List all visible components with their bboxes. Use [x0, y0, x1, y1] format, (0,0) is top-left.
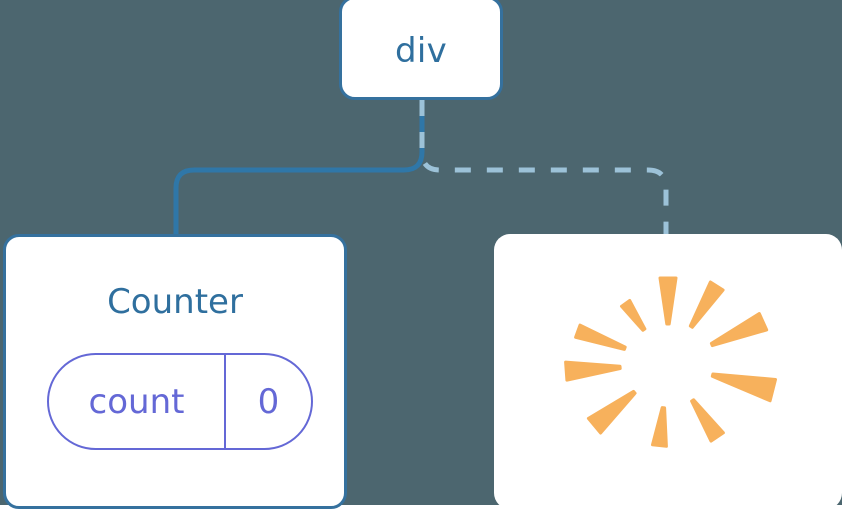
- sparkle-ray-1: [620, 299, 647, 332]
- sparkle-ray-8: [709, 312, 769, 348]
- state-pill-value: 0: [224, 355, 311, 448]
- sparkle-ray-5: [651, 406, 668, 448]
- sparkle-ray-7: [710, 372, 777, 403]
- sparkle-ray-2: [574, 323, 627, 351]
- sparkle-ray-6: [690, 398, 725, 443]
- state-pill-key: count: [88, 381, 185, 422]
- sparkle-ray-4: [586, 389, 637, 435]
- edge-div-to-counter: [173, 100, 425, 236]
- sparkle-ray-group: [564, 276, 777, 448]
- sparkle-ray-9: [688, 280, 725, 329]
- node-counter-label: Counter: [107, 282, 243, 322]
- node-counter[interactable]: Counter count 0: [3, 234, 347, 509]
- node-div-label: div: [394, 31, 448, 71]
- node-div[interactable]: div: [339, 0, 503, 100]
- sparkle-ray-3: [564, 360, 622, 382]
- sparkle-burst-icon: [564, 276, 777, 448]
- edge-div-to-sparkle: [419, 100, 669, 236]
- node-sparkle[interactable]: [494, 234, 842, 509]
- sparkle-ray-0: [658, 276, 678, 326]
- state-pill-count[interactable]: count 0: [47, 353, 313, 450]
